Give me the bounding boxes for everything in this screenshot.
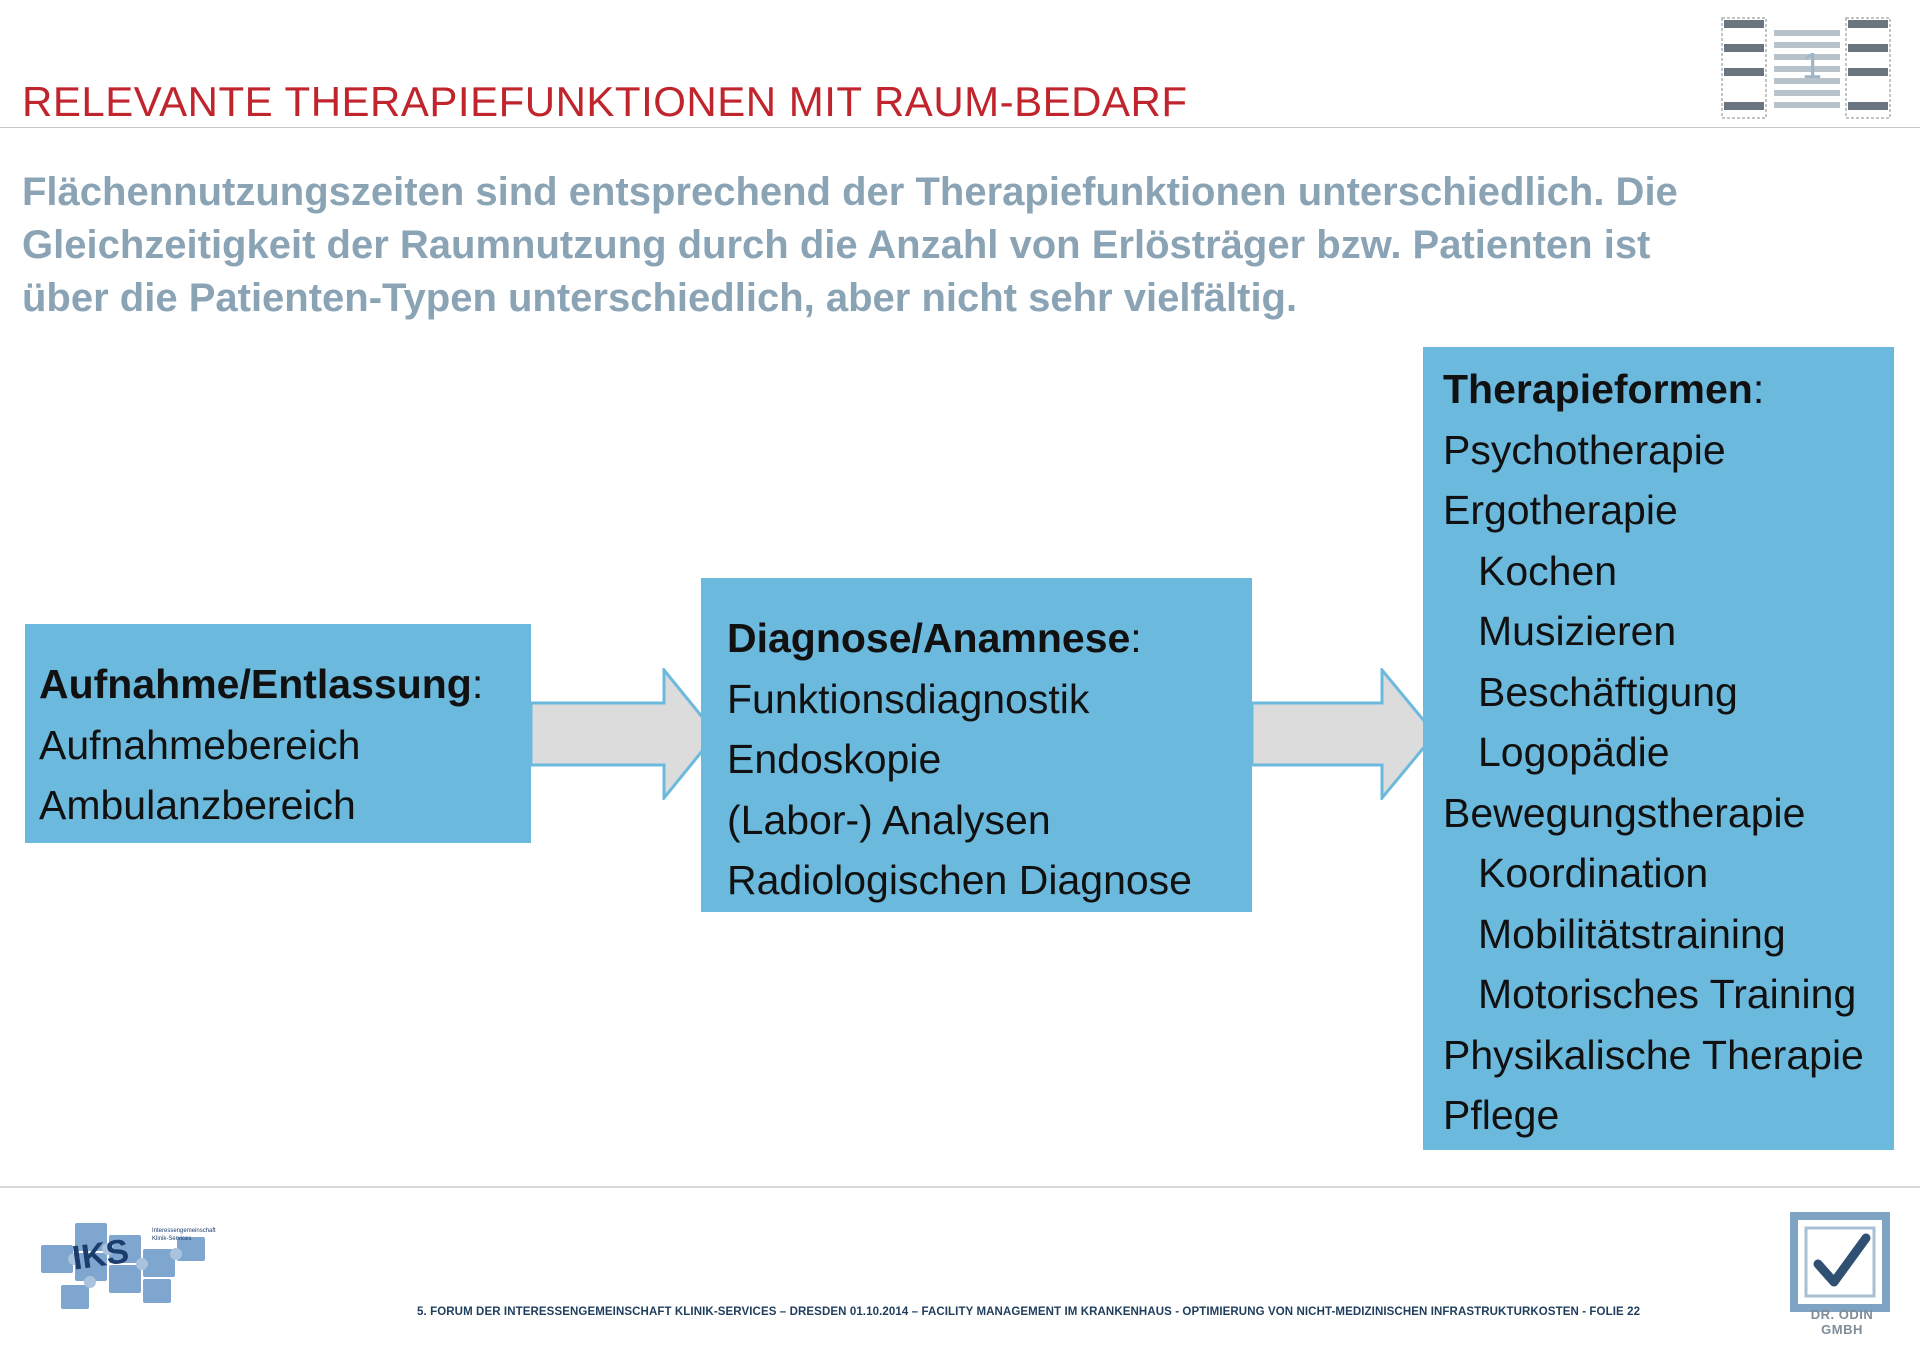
intro-line: Gleichzeitigkeit der Raumnutzung durch d… xyxy=(22,223,1651,267)
iks-logo-subtitle: Klinik-Services xyxy=(152,1236,191,1242)
box-heading-text: Therapieformen xyxy=(1443,366,1753,412)
box-list-item: Physikalische Therapie xyxy=(1443,1031,1864,1078)
box-list-item: Psychotherapie xyxy=(1443,426,1726,473)
slide-title: RELEVANTE THERAPIEFUNKTIONEN MIT RAUM-BE… xyxy=(22,78,1188,125)
box-list-item: Bewegungstherapie xyxy=(1443,789,1806,836)
title-divider xyxy=(0,127,1920,128)
box-list-item: Endoskopie xyxy=(727,736,942,782)
box-heading: Diagnose/Anamnese: xyxy=(727,615,1142,661)
box-list-item: Logopädie xyxy=(1478,729,1670,775)
box-list-item: Kochen xyxy=(1478,547,1618,594)
footer-text: 5. FORUM DER INTERESSENGEMEINSCHAFT KLIN… xyxy=(417,1306,1641,1318)
box-list-item: Aufnahmebereich xyxy=(39,721,361,768)
box-list-item: Koordination xyxy=(1478,850,1709,896)
box-list-item: Radiologischen Diagnose xyxy=(727,857,1192,903)
iks-logo-text: IKS xyxy=(70,1232,131,1278)
box-list-item: Beschäftigung xyxy=(1478,668,1738,715)
box-heading-text: Aufnahme/Entlassung xyxy=(39,661,472,707)
box-list-item: Mobilitätstraining xyxy=(1478,910,1786,957)
box-list-item: Ergotherapie xyxy=(1443,487,1678,533)
intro-text: Flächennutzungszeiten sind entsprechend … xyxy=(22,166,1902,325)
iks-logo: IKS Interessengemeinschaft Klinik-Servic… xyxy=(39,1221,216,1311)
dr-odin-logo xyxy=(1790,1212,1890,1312)
box-heading-text: Diagnose/Anamnese xyxy=(727,615,1131,661)
box-list-item: Funktionsdiagnostik xyxy=(727,675,1090,722)
iks-logo-subtitle: Interessengemeinschaft xyxy=(152,1228,216,1234)
box-heading: Therapieformen: xyxy=(1443,366,1765,412)
box-list-item: Motorisches Training xyxy=(1478,971,1857,1017)
box-list-item: Ambulanzbereich xyxy=(39,782,356,828)
dr-odin-label: DR. ODIN GMBH xyxy=(1810,1307,1874,1337)
box-list-item: Musizieren xyxy=(1478,608,1677,654)
box-heading: Aufnahme/Entlassung: xyxy=(39,661,484,707)
intro-line: über die Patienten-Typen unterschiedlich… xyxy=(22,276,1298,320)
arrow-right-icon xyxy=(530,668,718,800)
footer-divider xyxy=(0,1186,1920,1188)
thumbnail-number: 1 xyxy=(1802,45,1822,86)
intro-line: Flächennutzungszeiten sind entsprechend … xyxy=(22,170,1678,214)
box-list-item: (Labor-) Analysen xyxy=(727,796,1051,843)
box-list-item: Pflege xyxy=(1443,1092,1560,1138)
arrow-right-icon xyxy=(1251,668,1437,800)
section-thumbnail-icon: 1 xyxy=(1718,16,1896,124)
